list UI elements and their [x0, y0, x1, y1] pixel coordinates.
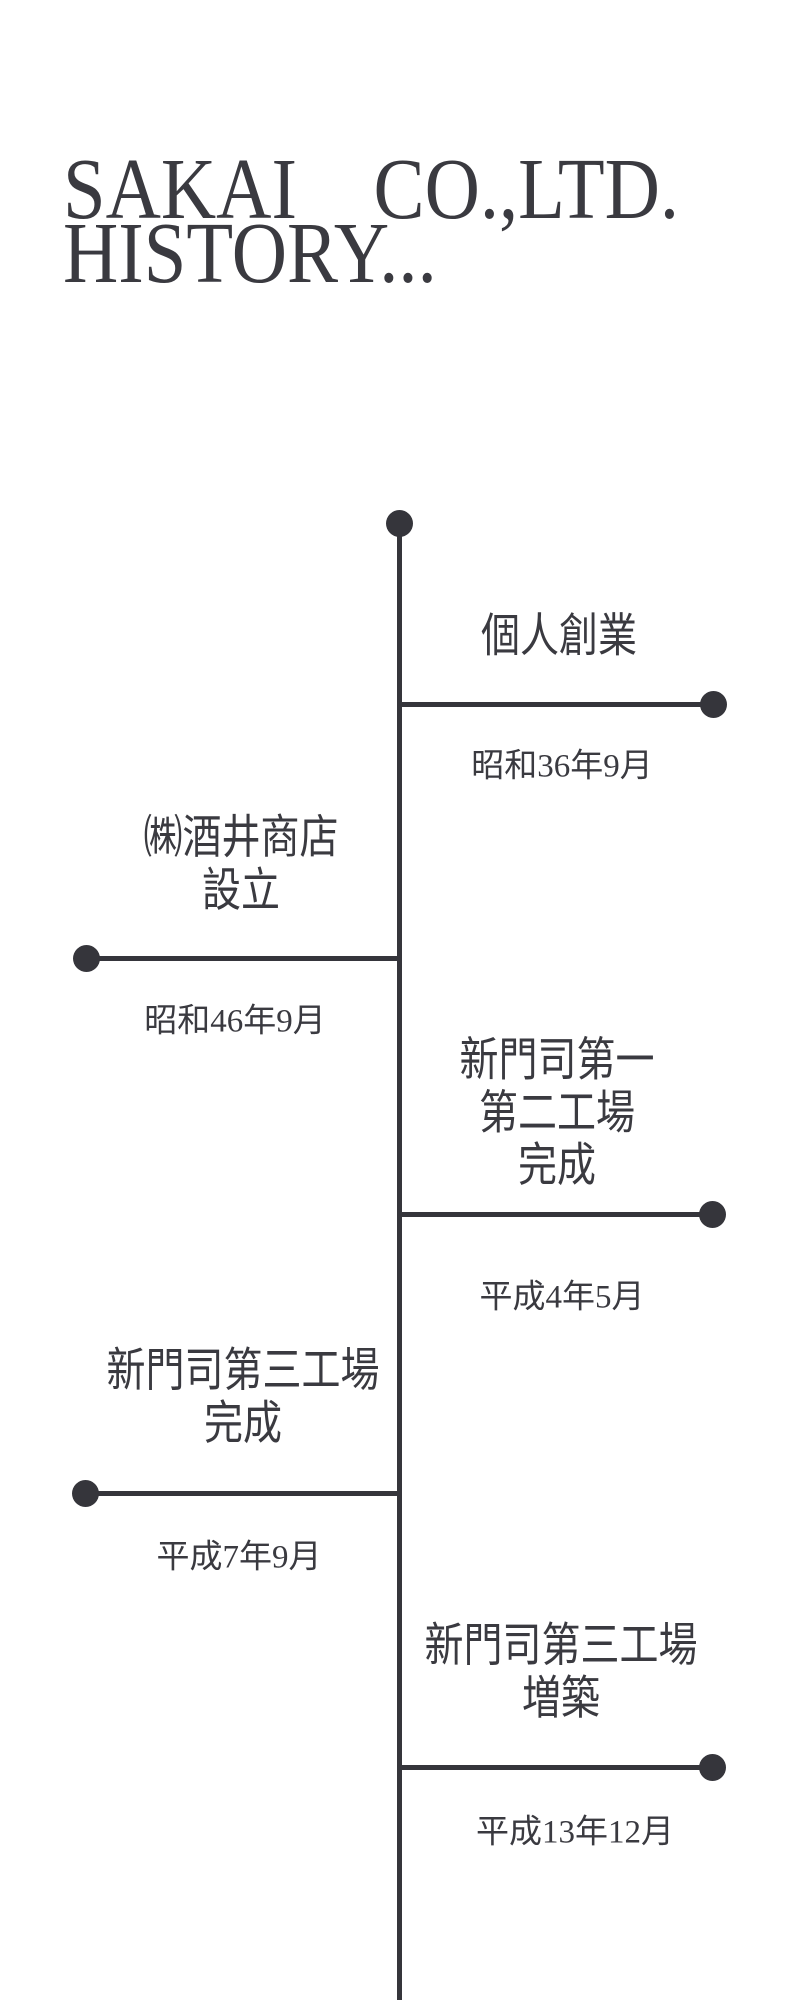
event-dot [699, 1754, 726, 1781]
timeline-spine [397, 524, 402, 2000]
event-connector-line [86, 1491, 402, 1496]
event-label: 新門司第一 第二工場 完成 [459, 1035, 654, 1193]
event-label-line: 設立 [201, 865, 281, 917]
event-label: 新門司第三工場 増築 [424, 1620, 697, 1726]
page-title: SAKAI CO.,LTD.HISTORY... [63, 140, 680, 301]
event-label-line: 新門司第一 [459, 1034, 655, 1087]
event-label: ㈱酒井商店 設立 [143, 812, 338, 918]
event-dot [72, 1480, 99, 1507]
event-label: 新門司第三工場 完成 [106, 1345, 379, 1451]
event-label: 個人創業 [481, 611, 637, 664]
event-date: 平成7年9月 [156, 1539, 322, 1576]
title-line-2: HISTORY... [63, 204, 437, 301]
event-label-line: 個人創業 [480, 610, 638, 663]
event-connector-line [399, 702, 714, 707]
event-connector-line [399, 1212, 713, 1217]
event-connector-line [399, 1765, 713, 1770]
event-date: 昭和36年9月 [471, 748, 653, 785]
event-label-line: 第二工場 [478, 1087, 636, 1140]
event-date: 昭和46年9月 [144, 1003, 326, 1040]
event-label-line: ㈱酒井商店 [143, 812, 339, 864]
event-label-line: 新門司第三工場 [106, 1345, 380, 1397]
event-dot [700, 691, 727, 718]
event-label-line: 新門司第三工場 [424, 1620, 698, 1672]
timeline-start-dot [386, 510, 413, 537]
title-line-1: SAKAI CO.,LTD. [63, 140, 680, 237]
event-label-line: 増築 [521, 1673, 601, 1725]
event-date: 平成4年5月 [479, 1279, 645, 1316]
event-dot [73, 945, 100, 972]
event-date: 平成13年12月 [476, 1814, 674, 1851]
event-dot [699, 1201, 726, 1228]
event-label-line: 完成 [517, 1140, 597, 1192]
event-label-line: 完成 [203, 1398, 283, 1450]
event-connector-line [87, 956, 402, 961]
